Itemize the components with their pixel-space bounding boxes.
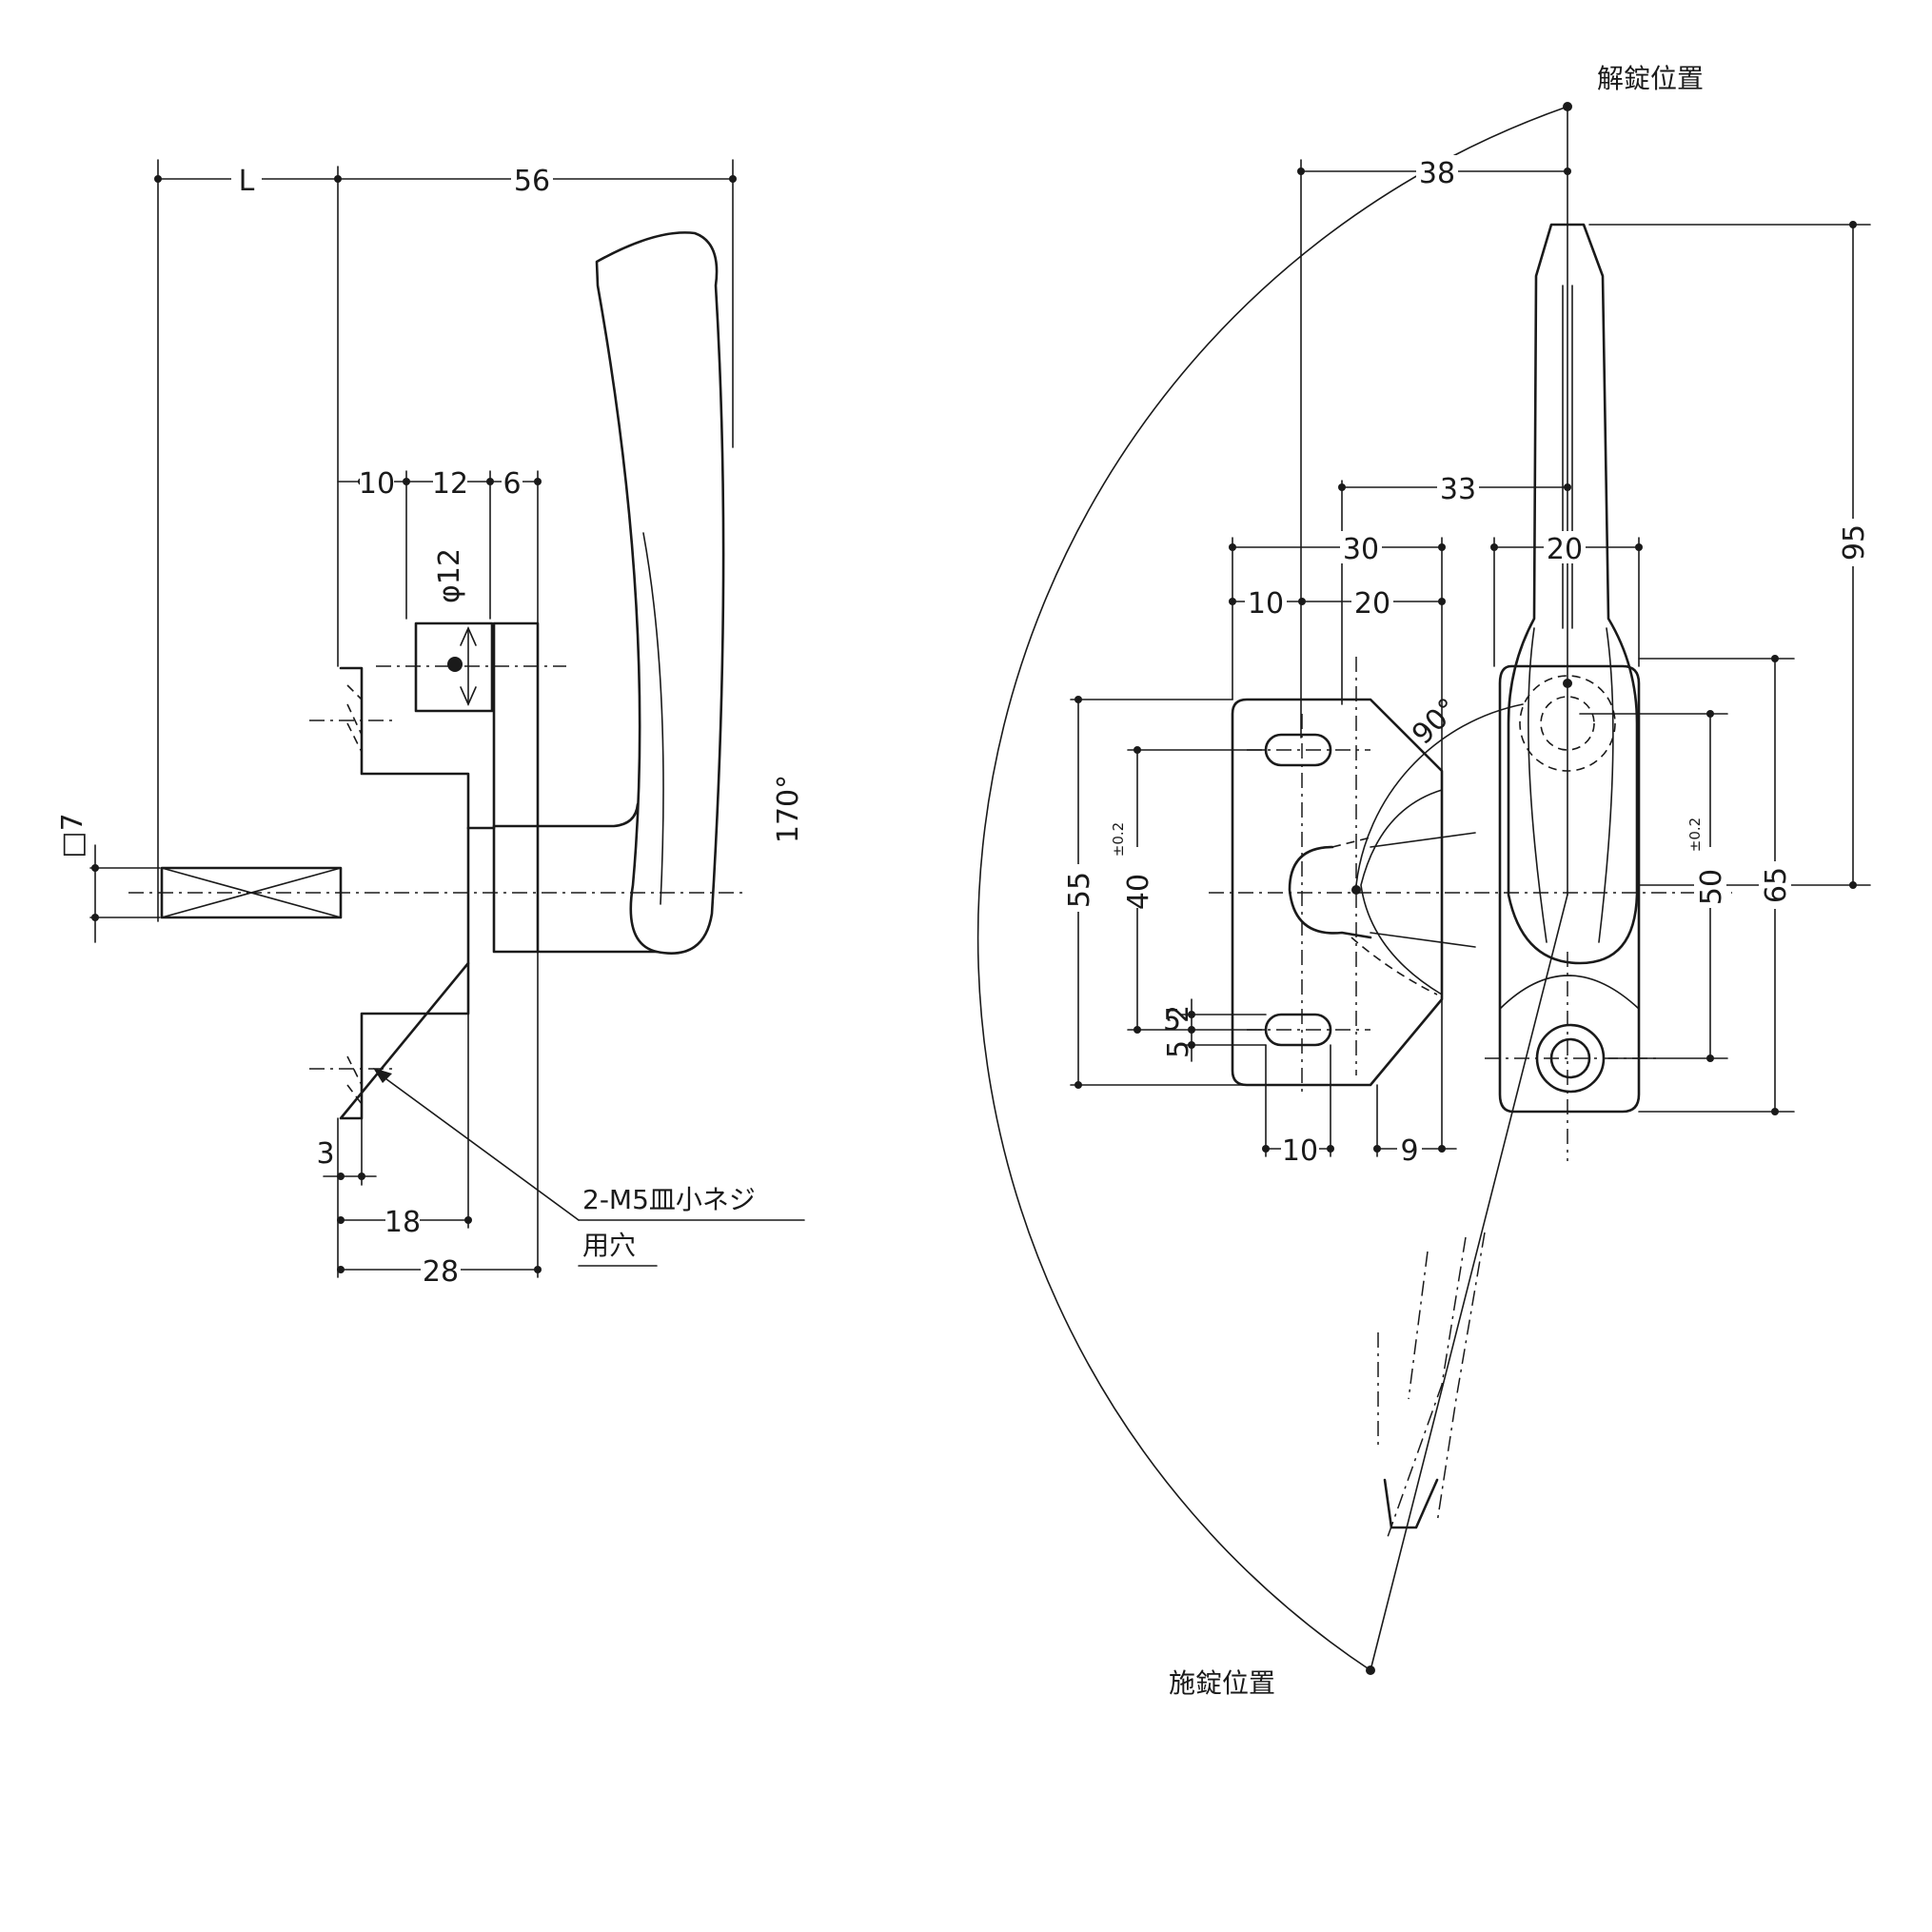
dim-40: 40	[1122, 874, 1155, 910]
unlock-position-label: 解錠位置	[1597, 63, 1704, 94]
dim-38: 38	[1419, 157, 1455, 190]
dim-28: 28	[423, 1255, 459, 1289]
side-top-block	[414, 621, 494, 713]
dim-5-upper: 5	[1163, 1004, 1181, 1037]
dim-18: 18	[384, 1206, 421, 1239]
front-view: 解錠位置 施錠位置 170° 90° 38 33 30 20 10 20 95 …	[771, 63, 1871, 1699]
front-keeper-plate	[1231, 698, 1444, 1087]
dim-20-keeper: 20	[1354, 587, 1390, 621]
dim-5-lower: 5	[1162, 1040, 1195, 1058]
front-escutcheon	[1498, 664, 1641, 1114]
screw-note-leader	[378, 1073, 580, 1221]
dim-50: 50	[1695, 869, 1728, 905]
lock-position-label: 施錠位置	[1169, 1667, 1275, 1699]
dim-10-keeper: 10	[1248, 587, 1284, 621]
dim-56: 56	[514, 165, 550, 198]
dim-20-handle: 20	[1547, 533, 1583, 566]
lock-position-line	[1370, 894, 1568, 1671]
locked-handle-ghost	[1377, 1232, 1486, 1538]
dim-12: 12	[432, 467, 468, 501]
rotation-arc-170	[976, 106, 1568, 1671]
side-pivot-hole	[447, 657, 463, 672]
dim-6: 6	[503, 467, 521, 501]
dim-square-7: □7	[56, 813, 89, 858]
front-handle	[1507, 223, 1639, 965]
angle-170-label: 170°	[772, 775, 805, 843]
side-handle-lever	[595, 231, 725, 955]
dim-33: 33	[1440, 473, 1476, 506]
tol-40: ±0.2	[1110, 822, 1127, 857]
side-hub	[536, 802, 659, 954]
dim-9: 9	[1400, 1134, 1418, 1168]
dim-65: 65	[1760, 867, 1793, 903]
dim-phi12: φ12	[433, 548, 466, 603]
side-handle-inner-line	[642, 532, 664, 905]
angle-arc-90	[1355, 703, 1524, 886]
side-plate-block	[492, 621, 540, 954]
screw-note-line1: 2-M5皿小ネジ	[582, 1184, 756, 1215]
dim-3: 3	[316, 1137, 334, 1171]
dim-L: L	[239, 165, 255, 198]
dim-10-slot: 10	[1282, 1134, 1318, 1168]
dim-55: 55	[1063, 872, 1096, 908]
tol-50: ±0.2	[1686, 818, 1704, 852]
screw-note-line2: 用穴	[582, 1230, 636, 1261]
dim-30: 30	[1343, 533, 1379, 566]
side-view: L 56 10 12 6 φ12 □7 3 18 28 2-M5皿小ネジ 用穴	[56, 159, 805, 1289]
dim-95: 95	[1838, 524, 1871, 561]
keeper-cam-notch	[1288, 845, 1372, 939]
dim-2: 2	[1162, 1005, 1195, 1023]
side-base-plate	[339, 666, 470, 1120]
dim-10-side: 10	[359, 467, 395, 501]
